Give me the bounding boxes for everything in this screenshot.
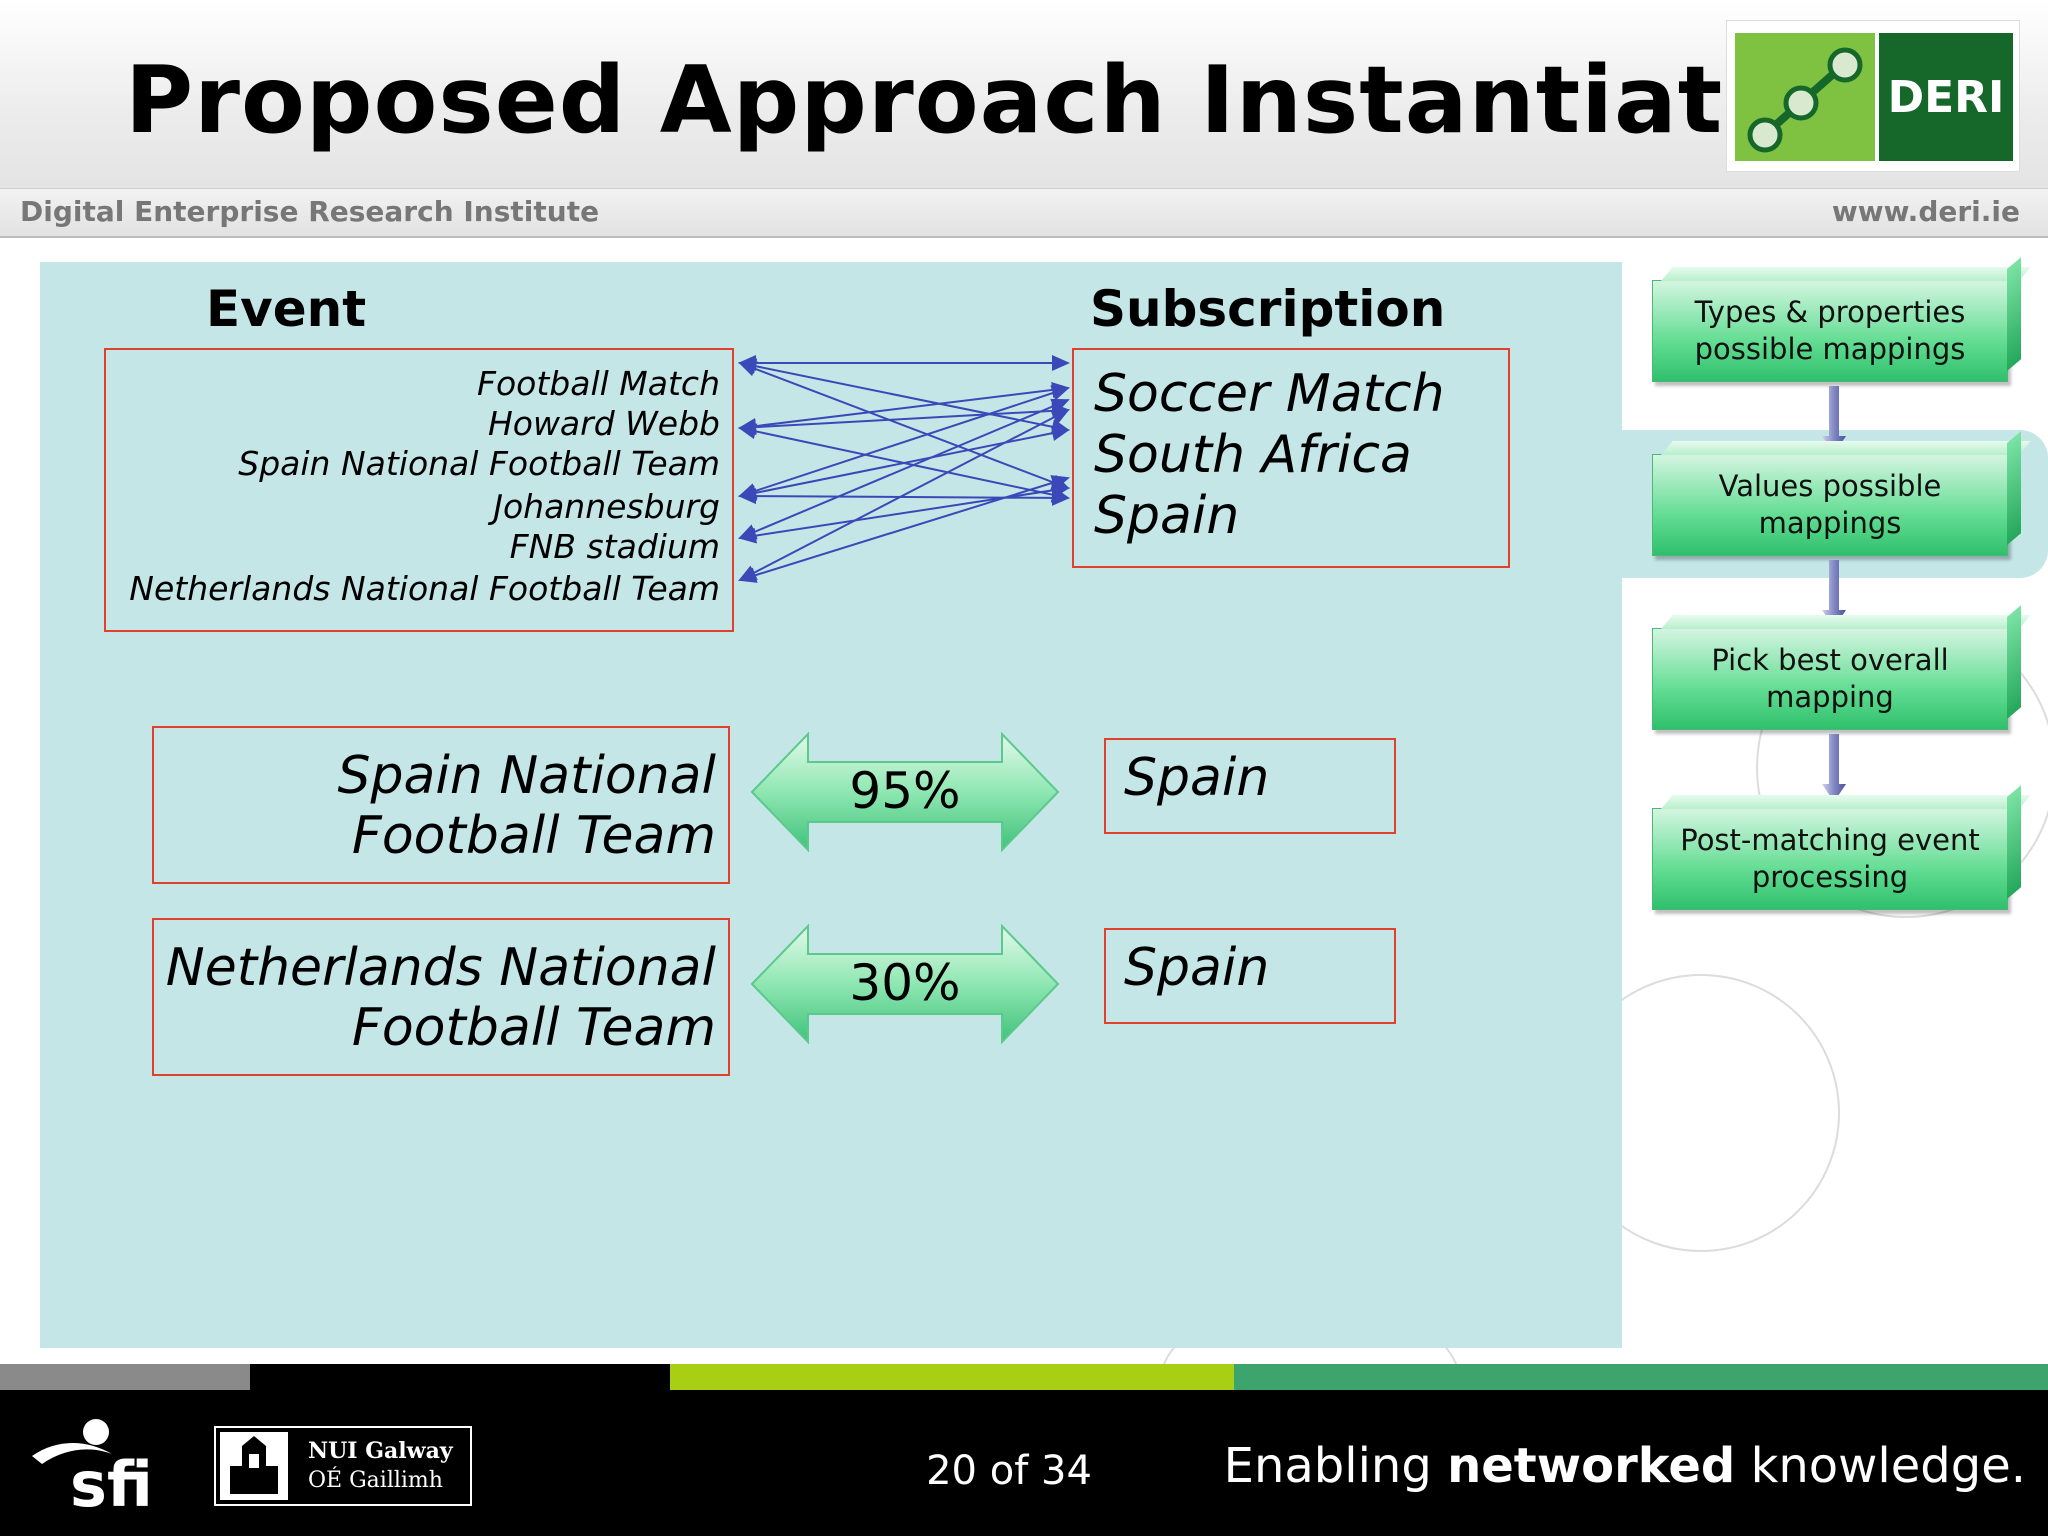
- subscription-item: Soccer Match: [1094, 364, 1445, 424]
- event-box: Football Match Howard Webb Spain Nationa…: [104, 348, 734, 632]
- main-panel: Event Subscription Football Match Howard…: [40, 262, 1622, 1348]
- event-item: Football Match: [477, 364, 720, 403]
- event-item: FNB stadium: [509, 527, 720, 566]
- logo-text: DERI: [1887, 71, 2005, 123]
- match-event-line: Football Team: [351, 998, 716, 1058]
- match-target-box: Spain: [1104, 738, 1396, 834]
- color-bar-black: [250, 1364, 670, 1390]
- match-event-line: Netherlands National: [165, 938, 716, 998]
- down-arrow-icon: [1822, 560, 1846, 628]
- slide-header: Proposed Approach Instantiation DERI: [0, 0, 2048, 188]
- institute-name: Digital Enterprise Research Institute: [20, 195, 600, 228]
- event-item: Spain National Football Team: [238, 444, 720, 483]
- subscription-item: South Africa: [1094, 425, 1412, 485]
- flow-step-line: possible mappings: [1694, 332, 1966, 366]
- flow-step-line: Types & properties: [1694, 295, 1966, 329]
- tagline-post: knowledge.: [1750, 1438, 2026, 1494]
- nui-name: NUI Galway: [308, 1438, 453, 1464]
- match-target: Spain: [1124, 938, 1270, 998]
- match-event-line: Football Team: [351, 806, 716, 866]
- mapping-arrow: [738, 425, 1070, 501]
- match-score: 30%: [849, 954, 961, 1012]
- event-item: Netherlands National Football Team: [129, 569, 720, 608]
- event-item: Johannesburg: [493, 487, 720, 526]
- nui-irish-name: OÉ Gaillimh: [308, 1468, 443, 1493]
- deri-logo: DERI: [1726, 20, 2020, 172]
- down-arrow-icon: [1822, 386, 1846, 454]
- flow-step-line: Pick best overall: [1711, 643, 1949, 677]
- color-bar-gray: [0, 1364, 250, 1390]
- tagline: Enabling networked knowledge.: [1224, 1438, 2026, 1494]
- match-target-box: Spain: [1104, 928, 1396, 1024]
- color-bar-lime: [670, 1364, 1234, 1390]
- subscription-item: Spain: [1094, 486, 1240, 546]
- mapping-arrow: [738, 381, 1070, 435]
- double-arrow-icon: [750, 924, 1060, 1044]
- match-score: 95%: [849, 762, 961, 820]
- match-event-box: Spain National Football Team: [152, 726, 730, 884]
- color-bar-teal: [1234, 1364, 2048, 1390]
- sfi-logo: sfi: [32, 1419, 153, 1520]
- match-event-box: Netherlands National Football Team: [152, 918, 730, 1076]
- mapping-arrows: [738, 355, 1070, 583]
- page-number: 20 of 34: [926, 1448, 1092, 1494]
- tagline-bold: networked: [1447, 1438, 1736, 1494]
- footer-color-bar: [0, 1364, 2048, 1390]
- subheader-bar: Digital Enterprise Research Institute ww…: [0, 188, 2048, 238]
- flow-step-line: processing: [1751, 860, 1909, 894]
- mapping-arrow: [738, 475, 1070, 583]
- chain-icon: [1747, 47, 1863, 153]
- flow-step-line: mapping: [1766, 680, 1894, 714]
- double-arrow-icon: [750, 732, 1060, 852]
- subscription-box: Soccer Match South Africa Spain: [1072, 348, 1510, 568]
- nui-galway-logo: NUI Galway OÉ Gaillimh: [214, 1426, 472, 1506]
- match-event-line: Spain National: [337, 746, 717, 806]
- logo-dark-panel: [1879, 33, 2013, 161]
- slide-footer: sfi NUI Galway OÉ Gaillimh 20 of 34 Enab…: [0, 1390, 2048, 1536]
- svg-text:sfi: sfi: [70, 1448, 153, 1520]
- website-link[interactable]: www.deri.ie: [1831, 195, 2020, 228]
- slide-title: Proposed Approach Instantiation: [125, 46, 1889, 154]
- event-item: Howard Webb: [487, 404, 720, 443]
- down-arrow-icon: [1822, 734, 1846, 802]
- flow-step-line: Post-matching event: [1680, 823, 1980, 857]
- event-heading: Event: [206, 280, 367, 338]
- flow-step-line: mappings: [1758, 506, 1902, 540]
- subscription-heading: Subscription: [1090, 280, 1446, 338]
- flow-step-line: Values possible: [1718, 469, 1942, 503]
- mapping-arrow: [738, 385, 1070, 499]
- tower-icon: [220, 1432, 288, 1500]
- tagline-pre: Enabling: [1223, 1438, 1432, 1494]
- match-target: Spain: [1124, 748, 1270, 808]
